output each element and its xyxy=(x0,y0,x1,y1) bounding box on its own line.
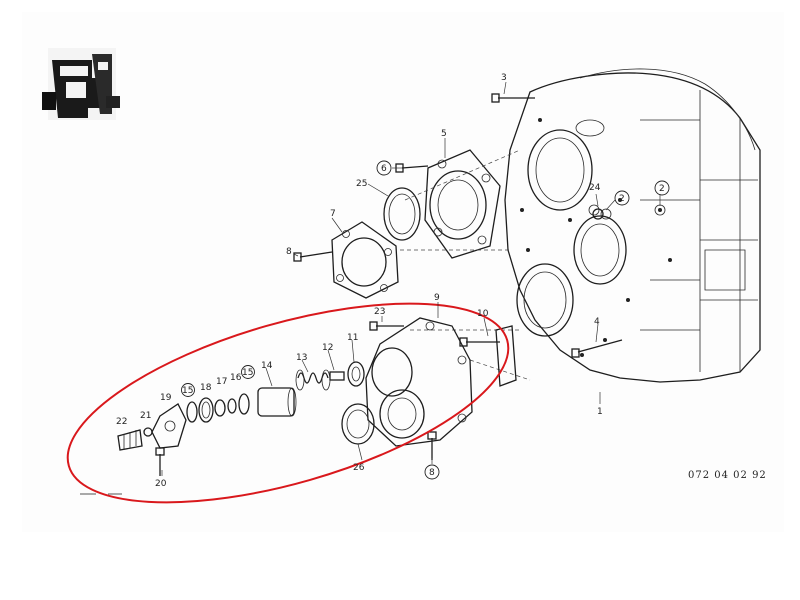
callout-16: 16 xyxy=(230,373,242,383)
washer-part-17 xyxy=(214,399,226,417)
callout-22: 22 xyxy=(116,417,127,427)
screw-part-8-upper xyxy=(293,251,333,262)
callout-26: 26 xyxy=(353,463,365,473)
piston-part-14 xyxy=(257,387,297,417)
callout-18: 18 xyxy=(200,383,212,393)
callout-23: 23 xyxy=(374,307,385,317)
bolt-part-3 xyxy=(491,93,535,103)
callout-19: 19 xyxy=(160,393,172,403)
plug-part-21 xyxy=(143,427,153,437)
callout-6: 6 xyxy=(381,164,387,174)
screw-part-20 xyxy=(155,447,165,476)
oring-part-25 xyxy=(383,187,421,241)
callout-14: 14 xyxy=(261,361,273,371)
bolt-part-10 xyxy=(459,325,517,387)
highlight-ellipse xyxy=(66,302,510,504)
callout-labels: 3 5 6 25 7 8 24 2 2 4 1 9 10 23 11 12 13… xyxy=(116,73,670,489)
callout-15-left: 15 xyxy=(182,386,193,396)
assembly-thumbnail xyxy=(42,48,120,120)
screw-part-23 xyxy=(369,321,404,331)
callout-8-upper: 8 xyxy=(286,247,292,257)
ring-part-11 xyxy=(347,361,365,387)
callout-21: 21 xyxy=(140,411,151,421)
callout-17: 17 xyxy=(216,377,227,387)
cover-part-5 xyxy=(424,149,501,259)
scan-page xyxy=(22,12,784,532)
callout-8-lower: 8 xyxy=(429,468,435,478)
callout-10: 10 xyxy=(477,309,489,319)
callout-5: 5 xyxy=(441,129,447,139)
bolt-part-4 xyxy=(571,339,623,358)
callout-7: 7 xyxy=(330,209,336,219)
callout-25: 25 xyxy=(356,179,367,189)
washer-part-16 xyxy=(227,398,237,414)
cap-part-7 xyxy=(331,221,399,299)
callout-20: 20 xyxy=(155,479,167,489)
ring-part-15b xyxy=(238,393,250,415)
leader-lines xyxy=(161,81,661,476)
callout-1: 1 xyxy=(597,407,603,417)
part-9-housing xyxy=(365,317,473,447)
callout-12: 12 xyxy=(322,343,333,353)
callout-11: 11 xyxy=(347,333,358,343)
ring-part-18 xyxy=(198,397,214,423)
ring-part-15a xyxy=(186,401,198,423)
screw-part-8-lower xyxy=(427,431,437,460)
document-code: 072 04 02 92 xyxy=(688,470,767,481)
valve-part-22 xyxy=(117,429,143,451)
spring-part-13 xyxy=(295,369,331,391)
callout-2-right: 2 xyxy=(659,184,665,194)
housing-part-1 xyxy=(504,68,761,383)
callout-15-right: 15 xyxy=(242,368,253,378)
callout-13: 13 xyxy=(296,353,307,363)
callout-9: 9 xyxy=(434,293,440,303)
callout-4: 4 xyxy=(594,317,600,327)
callout-24: 24 xyxy=(589,183,601,193)
callout-2-left: 2 xyxy=(619,194,625,204)
plug-part-24 xyxy=(592,208,604,220)
callout-3: 3 xyxy=(501,73,507,83)
